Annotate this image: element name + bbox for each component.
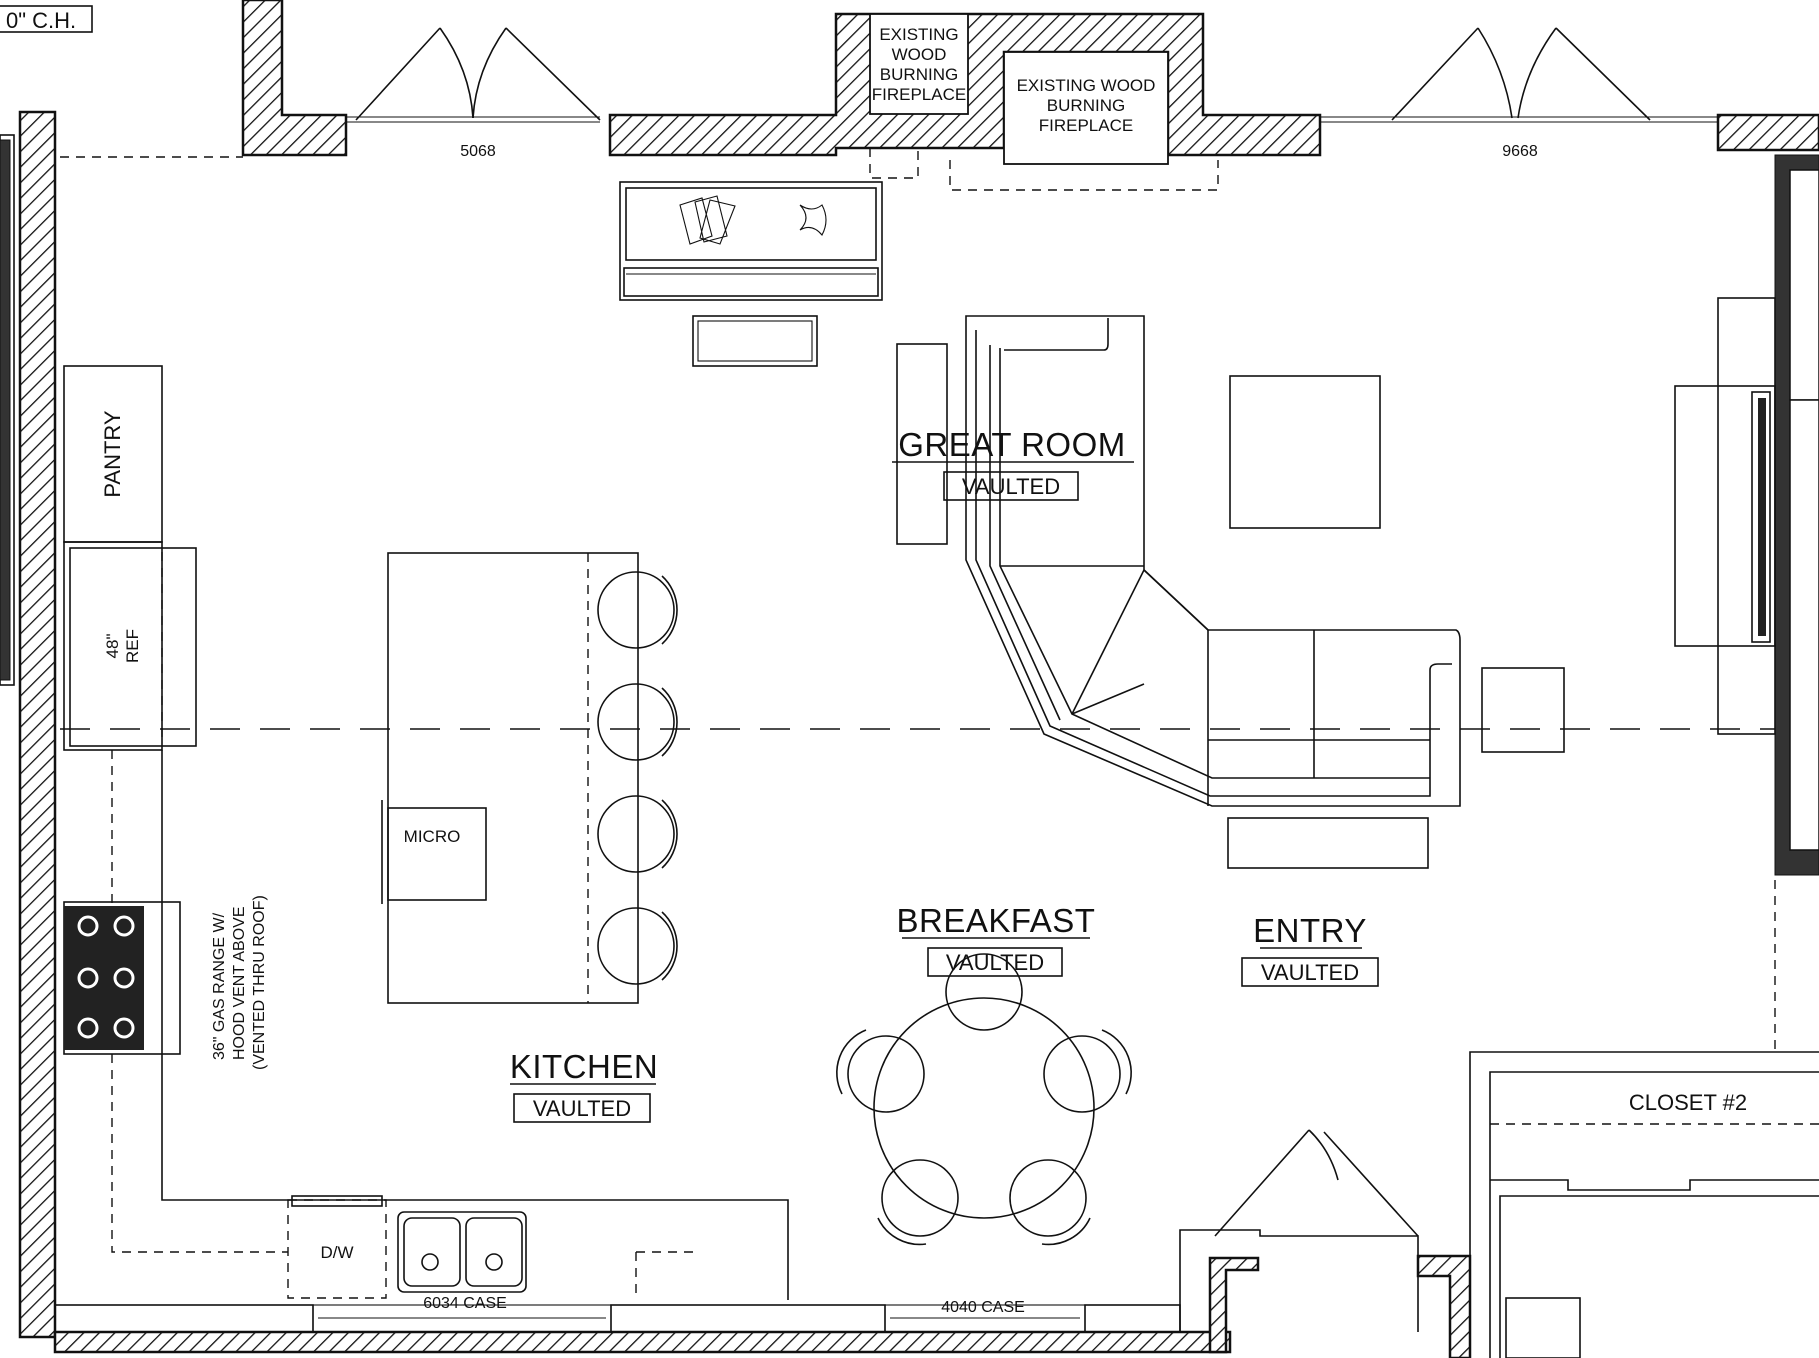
svg-text:HOOD VENT ABOVE: HOOD VENT ABOVE xyxy=(231,906,248,1060)
room-label-great-room: GREAT ROOM VAULTED xyxy=(892,426,1134,501)
svg-text:EXISTING: EXISTING xyxy=(879,25,958,44)
door-left-label: 5068 xyxy=(460,143,496,160)
svg-text:FIREPLACE: FIREPLACE xyxy=(1039,116,1133,135)
fireplace-1-label: EXISTING WOOD BURNING FIREPLACE xyxy=(872,25,966,104)
svg-text:REF: REF xyxy=(123,629,142,663)
svg-text:WOOD: WOOD xyxy=(892,45,947,64)
svg-text:FIREPLACE: FIREPLACE xyxy=(872,85,966,104)
fireplace-2-label: EXISTING WOOD BURNING FIREPLACE xyxy=(1017,76,1156,135)
wall-left xyxy=(18,110,57,1339)
kitchen-sink xyxy=(397,1211,527,1293)
bar-stools xyxy=(597,571,678,985)
svg-text:4040 CASE: 4040 CASE xyxy=(941,1299,1025,1316)
room-label-breakfast: BREAKFAST VAULTED xyxy=(897,902,1096,977)
breakfast-table xyxy=(836,953,1132,1246)
svg-text:36" GAS RANGE W/: 36" GAS RANGE W/ xyxy=(211,912,228,1060)
piano xyxy=(619,181,883,301)
closet-2: CLOSET #2 xyxy=(1469,1051,1819,1358)
window-6034: 6034 CASE xyxy=(54,1295,612,1333)
window-4040: 4040 CASE xyxy=(610,1299,1181,1333)
kitchen-island: MICRO xyxy=(381,552,639,1004)
closet-label: CLOSET #2 xyxy=(1629,1090,1747,1115)
ceiling-height-tag: 0" C.H. xyxy=(0,5,93,33)
fireplace-2 xyxy=(1003,51,1169,165)
range-note: 36" GAS RANGE W/ HOOD VENT ABOVE (VENTED… xyxy=(211,895,268,1070)
svg-text:ENTRY: ENTRY xyxy=(1253,912,1367,949)
counter-perimeter xyxy=(161,750,789,1300)
svg-text:6034 CASE: 6034 CASE xyxy=(423,1295,507,1312)
svg-text:(VENTED THRU ROOF): (VENTED THRU ROOF) xyxy=(251,895,268,1070)
pantry-label: PANTRY xyxy=(100,410,125,498)
room-label-kitchen: KITCHEN VAULTED xyxy=(510,1048,658,1123)
piano-bench xyxy=(692,315,818,367)
door-5068: 5068 xyxy=(346,27,601,160)
entry-door xyxy=(1179,1129,1472,1358)
tv-console xyxy=(1674,297,1776,735)
wall-top-left xyxy=(241,0,348,157)
wall-bottom xyxy=(53,1330,1232,1354)
micro-label: MICRO xyxy=(404,827,461,846)
coffee-table xyxy=(1229,375,1381,529)
door-right-label: 9668 xyxy=(1502,143,1538,160)
sectional-sofa xyxy=(965,315,1461,807)
sofa-table xyxy=(896,343,948,545)
svg-text:VAULTED: VAULTED xyxy=(962,474,1060,499)
svg-text:VAULTED: VAULTED xyxy=(1261,960,1359,985)
room-label-entry: ENTRY VAULTED xyxy=(1241,912,1379,987)
console-table xyxy=(1227,817,1429,869)
fireplace-1 xyxy=(869,13,969,115)
svg-text:GREAT ROOM: GREAT ROOM xyxy=(898,426,1125,463)
svg-text:VAULTED: VAULTED xyxy=(946,950,1044,975)
dishwasher: D/W xyxy=(287,1195,387,1299)
svg-text:BREAKFAST: BREAKFAST xyxy=(897,902,1096,939)
gas-range xyxy=(63,901,181,1055)
svg-text:KITCHEN: KITCHEN xyxy=(510,1048,658,1085)
svg-text:D/W: D/W xyxy=(320,1243,353,1262)
wall-top-right xyxy=(1716,113,1819,152)
ceiling-height-label: 0" C.H. xyxy=(6,8,76,33)
svg-text:BURNING: BURNING xyxy=(1047,96,1125,115)
end-table xyxy=(1481,667,1565,753)
svg-text:48": 48" xyxy=(103,634,122,659)
door-9668: 9668 xyxy=(1320,27,1718,160)
refrigerator: 48" REF xyxy=(63,541,197,751)
svg-text:VAULTED: VAULTED xyxy=(533,1096,631,1121)
svg-text:BURNING: BURNING xyxy=(880,65,958,84)
svg-text:EXISTING WOOD: EXISTING WOOD xyxy=(1017,76,1156,95)
